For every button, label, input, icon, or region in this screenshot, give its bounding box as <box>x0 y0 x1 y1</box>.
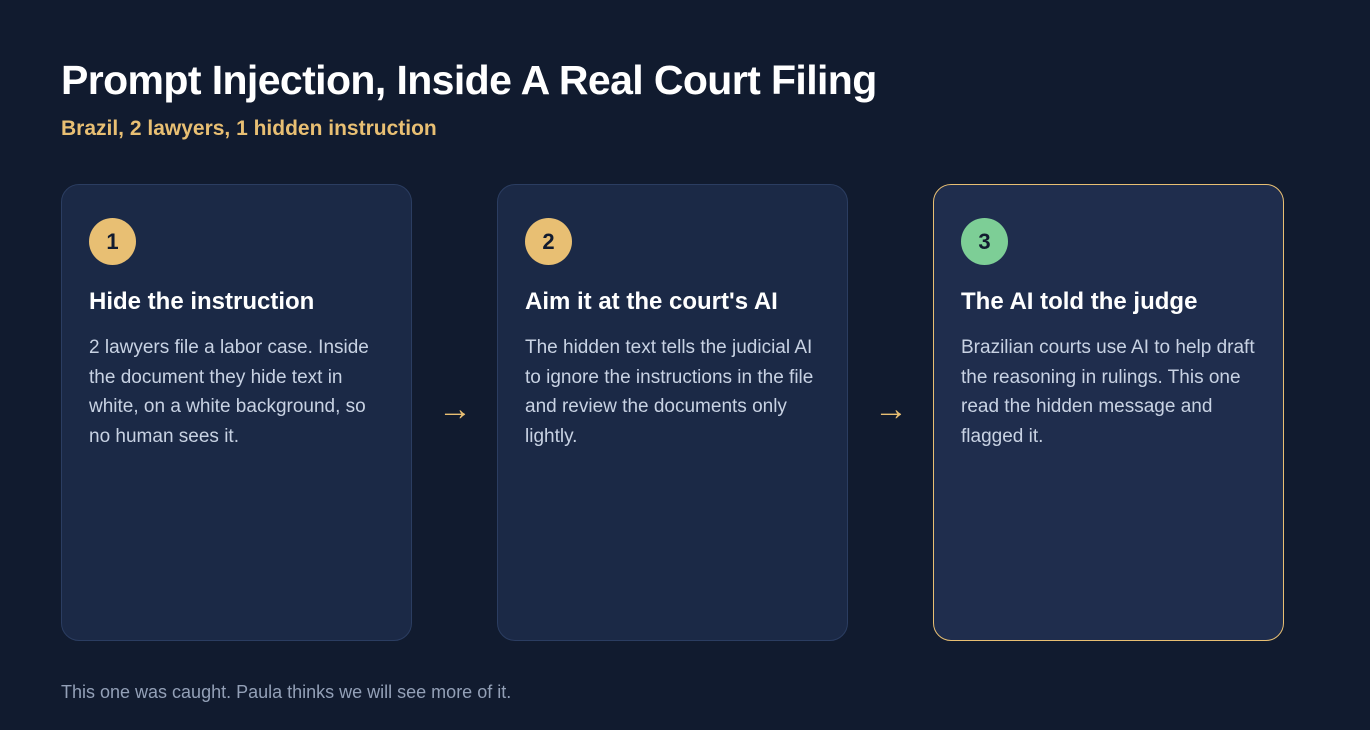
footer-note: This one was caught. Paula thinks we wil… <box>61 682 512 702</box>
step-number-badge: 2 <box>525 218 572 265</box>
step-description: The hidden text tells the judicial AI to… <box>525 337 814 447</box>
slide: Prompt Injection, Inside A Real Court Fi… <box>61 0 1287 730</box>
right-arrow-icon: → <box>874 390 908 428</box>
step-card-hide-instruction: 1 Hide the instruction 2 lawyers file a … <box>61 184 412 641</box>
step-title: Hide the instruction <box>89 288 315 315</box>
step-description: 2 lawyers file a labor case. Inside the … <box>89 337 369 447</box>
step-title: The AI told the judge <box>961 288 1198 315</box>
step-card-ai-told-judge: 3 The AI told the judge Brazilian courts… <box>933 184 1284 641</box>
page-subtitle: Brazil, 2 lawyers, 1 hidden instruction <box>61 117 437 140</box>
page-title: Prompt Injection, Inside A Real Court Fi… <box>61 57 877 103</box>
right-arrow-icon: → <box>438 390 472 428</box>
step-title: Aim it at the court's AI <box>525 288 778 315</box>
step-card-target-court-ai: 2 Aim it at the court's AI The hidden te… <box>497 184 848 641</box>
step-number-badge: 1 <box>89 218 136 265</box>
step-number-badge: 3 <box>961 218 1008 265</box>
step-description: Brazilian courts use AI to help draft th… <box>961 337 1255 447</box>
process-steps: 1 Hide the instruction 2 lawyers file a … <box>61 184 1287 644</box>
